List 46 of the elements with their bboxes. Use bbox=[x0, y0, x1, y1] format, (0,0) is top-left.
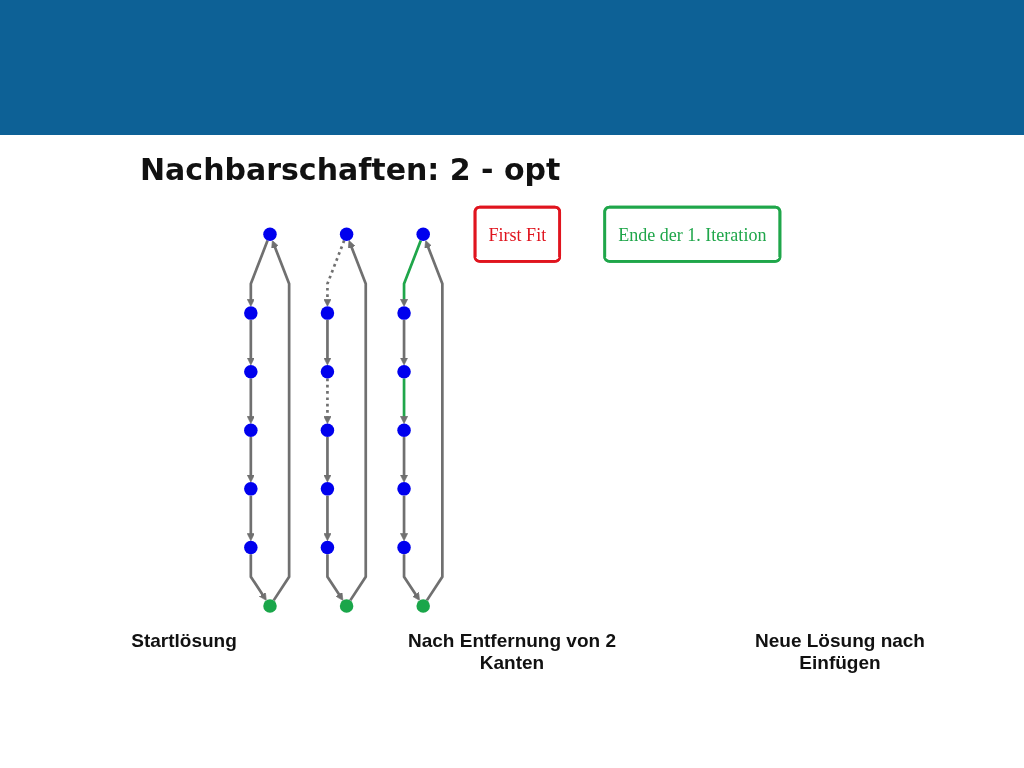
node-circle bbox=[244, 482, 258, 496]
node-circle bbox=[320, 423, 335, 438]
arrow bbox=[323, 378, 332, 424]
node-circle bbox=[397, 540, 411, 555]
arrow bbox=[323, 495, 332, 542]
node-circle bbox=[244, 364, 258, 379]
arrow bbox=[246, 240, 269, 307]
node-circle bbox=[244, 423, 258, 438]
node-circle bbox=[244, 306, 258, 320]
node-circle bbox=[397, 482, 411, 496]
panel-caption: Startlösung bbox=[130, 630, 238, 653]
panel-caption: Neue Lösung nach Einfügen bbox=[754, 630, 926, 674]
slide-title: Nachbarschaften: 2 - opt bbox=[140, 152, 561, 187]
arrow bbox=[323, 319, 332, 366]
arrow bbox=[400, 495, 408, 542]
node-circle bbox=[320, 482, 335, 496]
panel-caption: Nach Entfernung von 2 Kanten bbox=[407, 630, 617, 674]
arrow bbox=[249, 554, 267, 601]
node-circle bbox=[416, 227, 430, 241]
arrow bbox=[323, 437, 332, 483]
arrow bbox=[400, 437, 408, 483]
node-circle bbox=[244, 540, 258, 555]
arrow bbox=[326, 554, 344, 601]
arrow bbox=[246, 319, 255, 366]
arrow bbox=[347, 240, 368, 602]
node-circle bbox=[339, 599, 354, 613]
node-circle bbox=[320, 540, 335, 555]
node-circle bbox=[339, 227, 354, 241]
arrow bbox=[323, 240, 346, 307]
node-circle bbox=[263, 599, 277, 613]
arrow bbox=[400, 378, 408, 424]
node-circle bbox=[397, 364, 411, 379]
node-circle bbox=[320, 364, 335, 379]
arrow bbox=[424, 240, 444, 602]
arrow bbox=[246, 495, 255, 542]
node-circle bbox=[416, 599, 430, 613]
node-circle bbox=[397, 423, 411, 438]
arrow bbox=[246, 378, 255, 424]
arrow bbox=[400, 240, 423, 307]
arrow bbox=[271, 240, 291, 602]
arrow bbox=[402, 554, 420, 601]
arrow bbox=[400, 319, 408, 366]
arrow bbox=[246, 437, 255, 483]
node-circle bbox=[263, 227, 277, 241]
node-circle bbox=[397, 306, 411, 320]
node-circle bbox=[320, 306, 335, 320]
